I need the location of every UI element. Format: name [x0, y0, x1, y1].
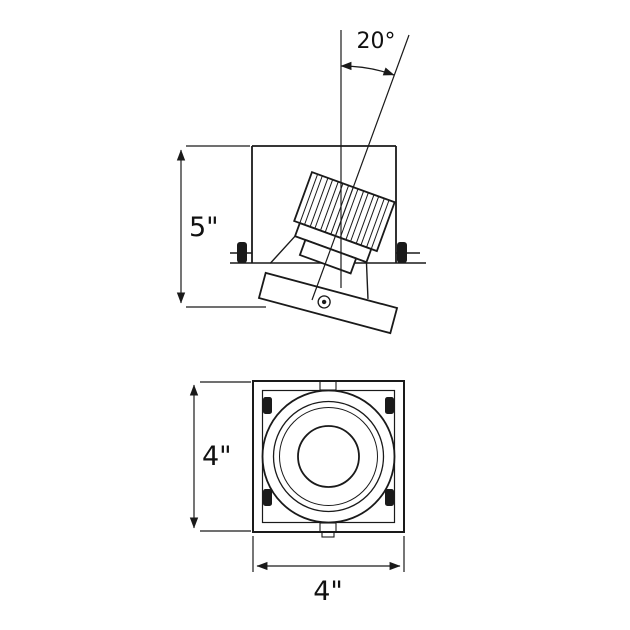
lens-circle	[297, 425, 360, 488]
trim-ring-middle	[272, 400, 385, 513]
retention-clip-bottom-left	[263, 489, 272, 506]
height-dimension-label: 5"	[189, 212, 219, 243]
mounting-clip-left-body	[237, 242, 247, 263]
reflector-cone-edge	[279, 407, 378, 506]
side-view: 20° 5"	[176, 29, 426, 335]
top-center-tab	[319, 380, 337, 391]
trim-ring-outer	[261, 389, 396, 524]
adjustment-screw-center	[321, 299, 327, 305]
mounting-clip-right-body	[397, 242, 407, 263]
angle-arc	[340, 61, 395, 76]
yoke-arm-right	[365, 262, 369, 299]
adjustment-screw	[317, 295, 331, 309]
retention-clips	[263, 397, 394, 506]
trim-plate	[257, 271, 399, 335]
front-view: 4" 4"	[189, 380, 405, 607]
bottom-center-nub	[321, 531, 335, 538]
angle-label: 20°	[357, 29, 396, 54]
trim-plate-body	[257, 271, 399, 335]
front-width-dimension-label: 4"	[313, 576, 343, 607]
retention-clip-top-left	[263, 397, 272, 414]
height-dimension-5in: 5"	[176, 145, 266, 308]
height-dimension-4in: 4"	[189, 381, 251, 532]
heatsink-fins	[299, 174, 390, 250]
width-dimension-4in: 4"	[252, 536, 405, 607]
tilted-axis-line	[311, 34, 410, 301]
front-height-dimension-label: 4"	[202, 441, 232, 472]
mounting-clip-left	[230, 242, 252, 263]
retention-clip-top-right	[385, 397, 394, 414]
mounting-clip-right	[396, 242, 420, 263]
fixture-outer-frame	[252, 380, 405, 533]
retention-clip-bottom-right	[385, 489, 394, 506]
housing-can	[251, 145, 397, 263]
bottom-center-tab	[319, 522, 337, 533]
yoke-arm-left	[269, 235, 296, 264]
